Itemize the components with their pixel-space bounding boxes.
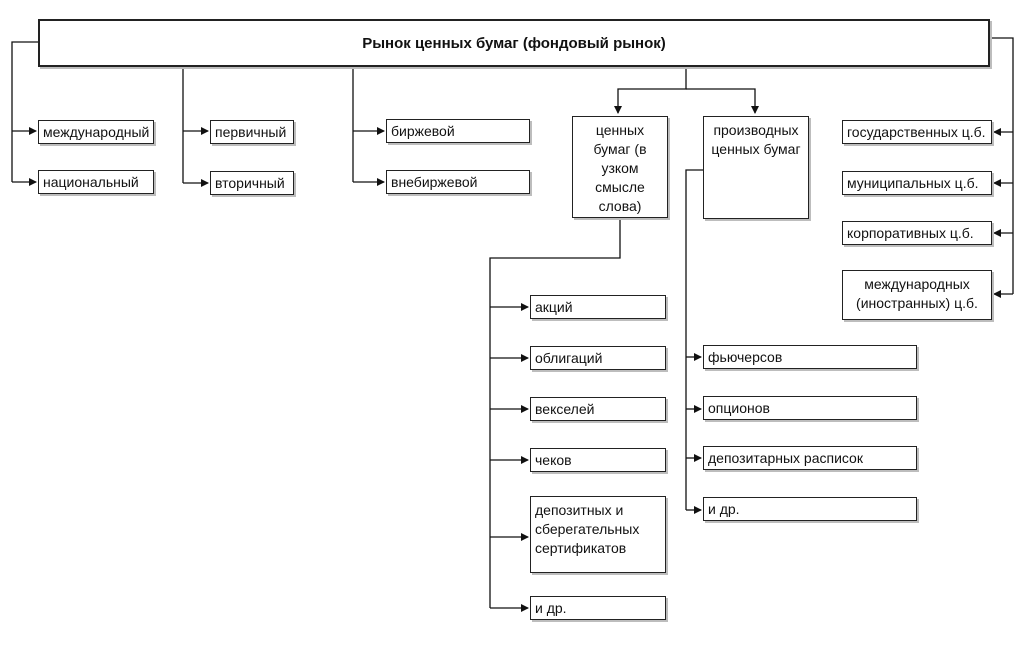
node-label: государственных ц.б. <box>847 124 986 140</box>
node-label: производных ценных бумаг <box>711 122 801 157</box>
node-label: корпоративных ц.б. <box>847 225 974 241</box>
node-certificates: депозитных и сберегательных сертификатов <box>530 496 666 573</box>
node-municipal: муниципальных ц.б. <box>842 171 992 195</box>
node-bonds: облигаций <box>530 346 666 370</box>
node-label: национальный <box>43 174 139 190</box>
node-label: и др. <box>535 600 567 616</box>
node-international: международный <box>38 120 154 144</box>
node-label: внебиржевой <box>391 174 478 190</box>
node-label: депозитарных расписок <box>708 450 863 466</box>
root-label: Рынок ценных бумаг (фондовый рынок) <box>362 34 666 52</box>
node-label: депозитных и сберегательных сертификатов <box>535 502 640 556</box>
node-depositary-receipts: депозитарных расписок <box>703 446 917 470</box>
node-options: опционов <box>703 396 917 420</box>
node-securities-narrow: ценных бумаг (в узком смысле слова) <box>572 116 668 218</box>
node-national: национальный <box>38 170 154 194</box>
node-primary: первичный <box>210 120 294 144</box>
node-international-issuers: международных (иностранных) ц.б. <box>842 270 992 320</box>
node-secondary: вторичный <box>210 171 294 195</box>
node-corporate: корпоративных ц.б. <box>842 221 992 245</box>
node-otc: внебиржевой <box>386 170 530 194</box>
node-cheques: чеков <box>530 448 666 472</box>
node-label: чеков <box>535 452 572 468</box>
node-government: государственных ц.б. <box>842 120 992 144</box>
node-label: и др. <box>708 501 740 517</box>
node-label: акций <box>535 299 573 315</box>
node-label: фьючерсов <box>708 349 783 365</box>
node-label: биржевой <box>391 123 455 139</box>
node-label: первичный <box>215 124 287 140</box>
node-label: международный <box>43 124 150 140</box>
node-futures: фьючерсов <box>703 345 917 369</box>
node-label: облигаций <box>535 350 603 366</box>
node-label: векселей <box>535 401 595 417</box>
node-stocks: акций <box>530 295 666 319</box>
node-label: опционов <box>708 400 770 416</box>
node-label: международных (иностранных) ц.б. <box>856 276 978 311</box>
node-label: ценных бумаг (в узком смысле слова) <box>593 122 647 214</box>
node-bills: векселей <box>530 397 666 421</box>
node-exchange: биржевой <box>386 119 530 143</box>
node-label: вторичный <box>215 175 285 191</box>
node-label: муниципальных ц.б. <box>847 175 979 191</box>
node-securities-other: и др. <box>530 596 666 620</box>
node-derivatives-other: и др. <box>703 497 917 521</box>
root-node-securities-market: Рынок ценных бумаг (фондовый рынок) <box>38 19 990 67</box>
node-derivatives: производных ценных бумаг <box>703 116 809 219</box>
